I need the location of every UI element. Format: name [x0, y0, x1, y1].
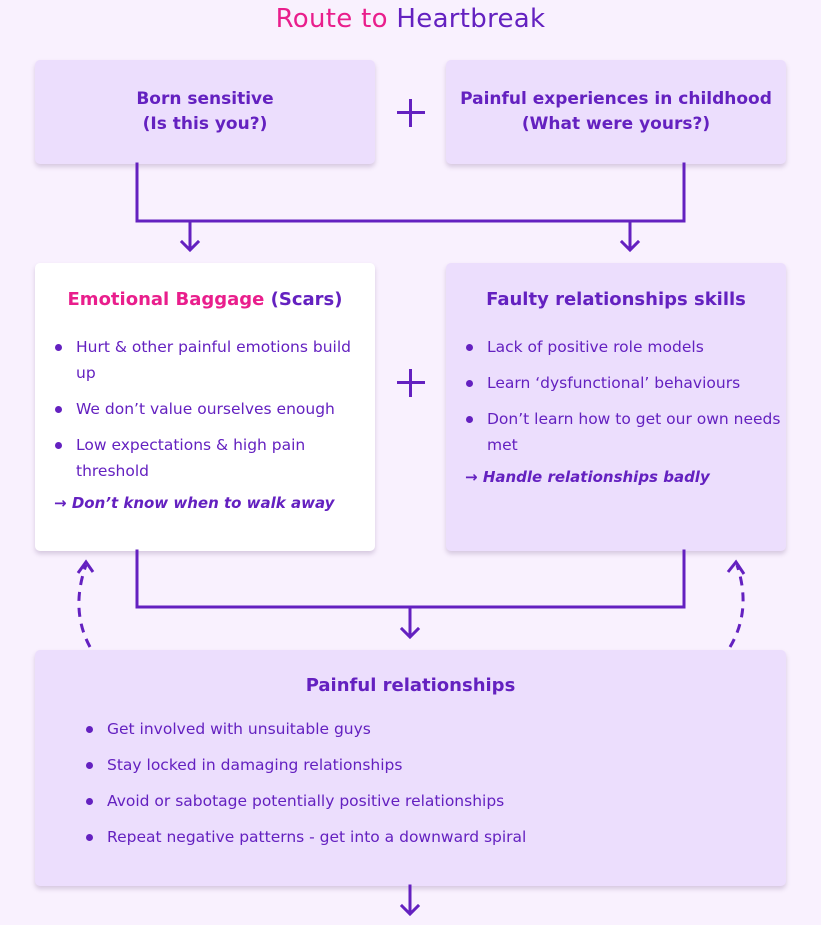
arrow-down-left-icon [179, 239, 201, 253]
result-text: Handle relationships badly [482, 468, 710, 486]
born-sensitive-label: Born sensitive [136, 89, 274, 109]
bullet-icon [86, 726, 93, 733]
bullet-icon [55, 344, 62, 351]
right-arrow-icon: → [54, 494, 67, 512]
connector-top [135, 162, 686, 223]
emotional-baggage-list: Hurt & other painful emotions build up W… [35, 334, 375, 484]
list-item: Low expectations & high pain threshold [35, 432, 375, 484]
bullet-icon [86, 762, 93, 769]
born-sensitive-question: (Is this you?) [142, 114, 268, 134]
arrow-down-bottom-icon [399, 903, 421, 917]
emotional-baggage-title: Emotional Baggage [67, 289, 265, 310]
childhood-experiences-question: (What were yours?) [521, 114, 711, 134]
faulty-skills-list: Lack of positive role models Learn ‘dysf… [446, 334, 786, 458]
list-item: Repeat negative patterns - get into a do… [66, 824, 786, 850]
emotional-baggage-box: Emotional Baggage (Scars) Hurt & other p… [35, 263, 375, 551]
bullet-icon [86, 834, 93, 841]
emotional-baggage-heading: Emotional Baggage (Scars) [35, 289, 375, 310]
list-item: Hurt & other painful emotions build up [35, 334, 375, 386]
right-arrow-icon: → [465, 468, 478, 486]
faulty-skills-result: → Handle relationships badly [446, 468, 786, 486]
bullet-icon [86, 798, 93, 805]
painful-relationships-heading: Painful relationships [305, 675, 516, 696]
childhood-experiences-label: Painful experiences in childhood [460, 89, 772, 109]
faulty-skills-heading: Faulty relationships skills [486, 289, 746, 310]
bullet-icon [466, 416, 473, 423]
page-title: Route to Heartbreak [0, 4, 821, 34]
emotional-baggage-result: → Don’t know when to walk away [35, 494, 375, 512]
bullet-icon [466, 380, 473, 387]
list-item: Get involved with unsuitable guys [66, 716, 786, 742]
arrow-down-middle-icon [399, 626, 421, 640]
title-route-to: Route to [275, 4, 388, 34]
list-item: Don’t learn how to get our own needs met [446, 406, 786, 458]
childhood-experiences-box: Painful experiences in childhood (What w… [446, 60, 786, 164]
list-item: We don’t value ourselves enough [35, 396, 375, 422]
list-item: Stay locked in damaging relationships [66, 752, 786, 778]
feedback-arrowhead-right-icon [726, 559, 746, 575]
result-text: Don’t know when to walk away [71, 494, 335, 512]
painful-relationships-box: Painful relationships Get involved with … [35, 650, 786, 886]
connector-middle [135, 549, 686, 609]
bullet-icon [55, 406, 62, 413]
bullet-icon [466, 344, 473, 351]
feedback-arrowhead-left-icon [76, 559, 95, 574]
arrow-down-right-icon [619, 239, 641, 253]
painful-relationships-list: Get involved with unsuitable guys Stay l… [35, 716, 786, 850]
born-sensitive-box: Born sensitive (Is this you?) [35, 60, 375, 164]
plus-icon [397, 99, 425, 127]
bullet-icon [55, 442, 62, 449]
list-item: Learn ‘dysfunctional’ behaviours [446, 370, 786, 396]
feedback-arrow-left [77, 564, 92, 648]
plus-icon [397, 369, 425, 397]
feedback-arrow-right [728, 564, 745, 648]
list-item: Lack of positive role models [446, 334, 786, 360]
title-heartbreak: Heartbreak [396, 4, 546, 34]
faulty-skills-box: Faulty relationships skills Lack of posi… [446, 263, 786, 551]
scars-label: (Scars) [270, 289, 343, 310]
list-item: Avoid or sabotage potentially positive r… [66, 788, 786, 814]
